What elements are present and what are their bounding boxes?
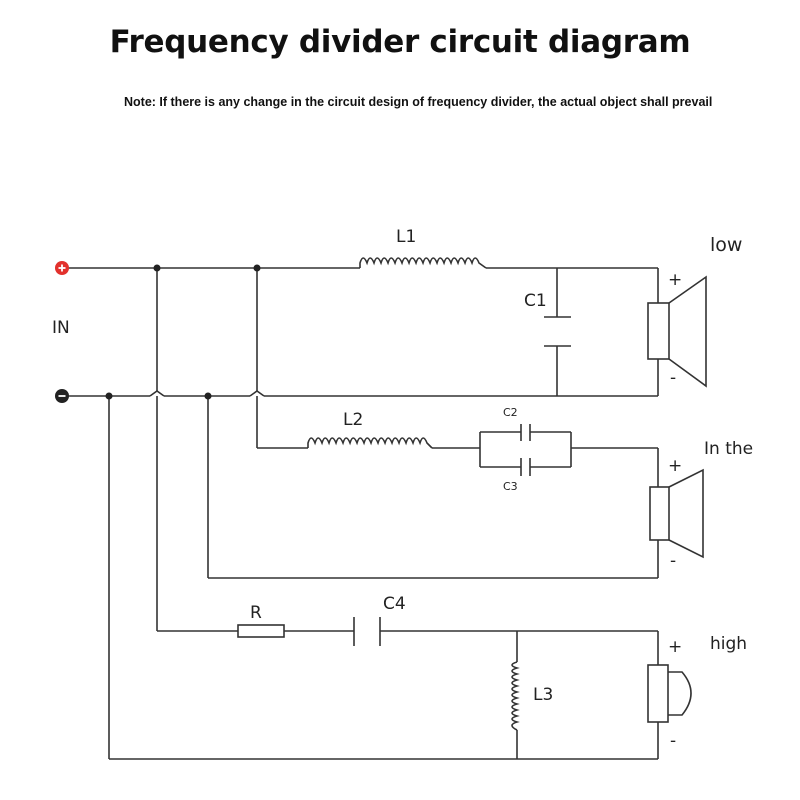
negative-terminal-icon <box>55 389 69 403</box>
speaker-label-mid: In the <box>704 439 754 459</box>
label-c2: C2 <box>503 406 518 419</box>
capacitor-c3-icon <box>520 458 531 476</box>
woofer-speaker-icon <box>647 275 707 388</box>
label-c1: C1 <box>524 291 547 311</box>
positive-terminal-icon <box>55 261 69 275</box>
wire-crossover-1 <box>149 390 165 397</box>
capacitor-c2-icon <box>520 424 531 441</box>
note-text: Note: If there is any change in the circ… <box>124 95 713 109</box>
speaker-low-plus: + <box>668 270 683 290</box>
junction-dot <box>253 264 261 272</box>
capacitor-c4-icon <box>353 617 381 646</box>
label-l3: L3 <box>533 685 554 705</box>
junction-dot <box>105 392 113 400</box>
inductor-l2-icon <box>307 437 433 449</box>
midrange-speaker-icon <box>649 468 704 559</box>
inductor-l1-icon <box>359 257 487 269</box>
capacitor-c1-icon <box>544 316 571 347</box>
input-label: IN <box>52 318 70 338</box>
resistor-r-icon <box>237 624 285 638</box>
label-c4: C4 <box>383 594 406 614</box>
wires <box>66 267 659 760</box>
junction-dots <box>105 264 261 400</box>
speaker-low-minus: - <box>670 368 677 388</box>
label-l2: L2 <box>343 410 364 430</box>
inductor-l3-icon <box>511 661 520 731</box>
label-c3: C3 <box>503 480 518 493</box>
tweeter-speaker-icon <box>647 664 692 723</box>
speaker-mid-minus: - <box>670 551 677 571</box>
junction-dot <box>204 392 212 400</box>
speaker-high-minus: - <box>670 731 677 751</box>
speaker-label-high: high <box>710 634 748 654</box>
speaker-label-low: low <box>710 234 743 256</box>
wire-crossover-2 <box>249 390 265 397</box>
page-title: Frequency divider circuit diagram <box>109 24 691 60</box>
label-l1: L1 <box>396 227 417 247</box>
junction-dot <box>153 264 161 272</box>
label-r: R <box>250 603 262 623</box>
speaker-mid-plus: + <box>668 456 683 476</box>
speaker-high-plus: + <box>668 637 683 657</box>
